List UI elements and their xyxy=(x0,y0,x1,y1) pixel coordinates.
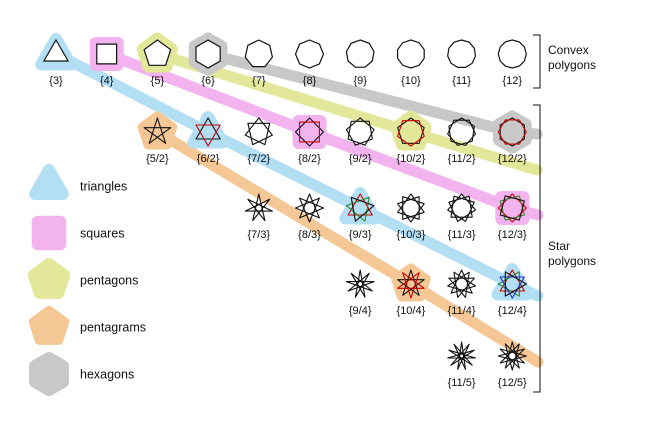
polygon-label: {10/4} xyxy=(397,305,426,317)
star-label-line1: Star xyxy=(548,239,570,253)
legend-item-squares: squares xyxy=(31,215,124,251)
polygon-10-2 xyxy=(397,117,425,147)
polygon-5-2 xyxy=(143,117,172,144)
legend-label: triangles xyxy=(80,180,127,194)
polygon-12-2 xyxy=(497,117,527,147)
polygon-8-1 xyxy=(294,39,325,69)
polygon-label: {10} xyxy=(401,75,421,87)
legend-item-pentagrams: pentagrams xyxy=(28,306,146,345)
polygon-7-2 xyxy=(244,117,273,146)
legend-item-pentagons: pentagons xyxy=(27,258,138,299)
polygon-9-1 xyxy=(345,39,375,68)
polygon-label: {7/3} xyxy=(247,229,270,241)
polygon-6-1 xyxy=(195,39,221,69)
polygon-label: {9/2} xyxy=(349,153,372,165)
polygon-11-4 xyxy=(447,269,477,298)
polygon-9-2 xyxy=(345,117,375,146)
band-pentagrams xyxy=(151,126,544,368)
polygon-label: {11} xyxy=(452,75,471,87)
polygon-label: {9/4} xyxy=(349,305,372,317)
polygon-6-2 xyxy=(195,117,221,147)
polygon-7-3 xyxy=(244,193,273,222)
star-label-line2: polygons xyxy=(548,254,596,268)
polygon-11-1 xyxy=(447,39,477,69)
hexagon-blob-icon xyxy=(29,352,69,396)
blob-hexagons xyxy=(492,110,532,154)
polygon-label: {11/4} xyxy=(448,305,476,317)
polygon-label: {11/2} xyxy=(448,153,476,165)
legend-label: squares xyxy=(80,227,124,241)
polygon-label: {6} xyxy=(201,75,215,87)
polygon-5-1 xyxy=(143,39,172,66)
polygon-label: {6/2} xyxy=(197,153,220,165)
convex-label-line2: polygons xyxy=(548,58,596,72)
polygon-label: {5} xyxy=(151,75,165,87)
polygon-10-4 xyxy=(397,269,425,299)
polygon-11-2 xyxy=(447,117,477,146)
polygon-label: {8/3} xyxy=(298,229,321,241)
square-blob-icon xyxy=(31,215,67,251)
polygon-label: {4} xyxy=(100,75,114,87)
pentagram-blob-icon xyxy=(28,306,70,345)
polygon-10-3 xyxy=(397,193,425,223)
polygon-label: {12} xyxy=(503,75,523,87)
polygon-label: {10/2} xyxy=(397,153,426,165)
polygon-12-3 xyxy=(497,193,527,223)
polygon-shapes xyxy=(42,38,527,371)
polygon-label: {9} xyxy=(353,75,367,87)
polygon-label: {7/2} xyxy=(247,153,270,165)
polygon-label: {12/4} xyxy=(498,305,527,317)
polygon-11-5 xyxy=(447,341,477,370)
legend-label: pentagons xyxy=(80,274,138,288)
star-bracket: Star polygons xyxy=(533,104,596,393)
polygon-label: {8/2} xyxy=(298,153,321,165)
polygon-10-1 xyxy=(397,39,425,69)
legend: triangles squares pentagons pentagrams hexag… xyxy=(27,164,146,396)
polygon-12-4 xyxy=(497,269,527,299)
polygon-label: {12/3} xyxy=(498,229,527,241)
legend-label: hexagons xyxy=(80,368,134,382)
polygon-label: {5/2} xyxy=(146,153,169,165)
polygon-12-1 xyxy=(497,39,527,69)
band-triangles xyxy=(50,48,544,302)
polygon-12-5 xyxy=(497,341,527,371)
legend-label: pentagrams xyxy=(80,321,146,335)
polygon-label: {3} xyxy=(49,75,63,87)
legend-item-triangles: triangles xyxy=(29,164,127,200)
blob-squares xyxy=(292,115,327,149)
polygon-7-1 xyxy=(244,39,274,68)
pentagon-blob-icon xyxy=(27,258,71,299)
polygon-9-3 xyxy=(345,193,375,222)
blob-pentagrams xyxy=(137,111,178,150)
polygon-9-4 xyxy=(345,269,375,298)
polygon-label: {10/3} xyxy=(397,229,426,241)
convex-bracket: Convex polygons xyxy=(533,34,596,89)
polygon-label: {11/3} xyxy=(448,229,476,241)
polygon-label: {8} xyxy=(303,75,317,87)
polygon-4-1 xyxy=(96,43,118,65)
polygon-8-2 xyxy=(294,117,325,147)
polygon-11-3 xyxy=(447,193,477,222)
polygon-label: {7} xyxy=(252,75,266,87)
polygon-label: {12/2} xyxy=(498,153,527,165)
polygon-label: {11/5} xyxy=(448,377,476,389)
polygon-8-3 xyxy=(294,193,325,223)
legend-item-hexagons: hexagons xyxy=(29,352,134,396)
polygon-labels: {3} {4} {5} {6} {7} {8} {9} {10} {11} {12} {5/2} {6… xyxy=(49,75,527,389)
triangle-blob-icon xyxy=(29,164,69,200)
convex-label-line1: Convex xyxy=(548,43,589,57)
polygon-3-1 xyxy=(42,38,70,62)
polygon-label: {12/5} xyxy=(498,377,527,389)
polygon-label: {9/3} xyxy=(349,229,372,241)
